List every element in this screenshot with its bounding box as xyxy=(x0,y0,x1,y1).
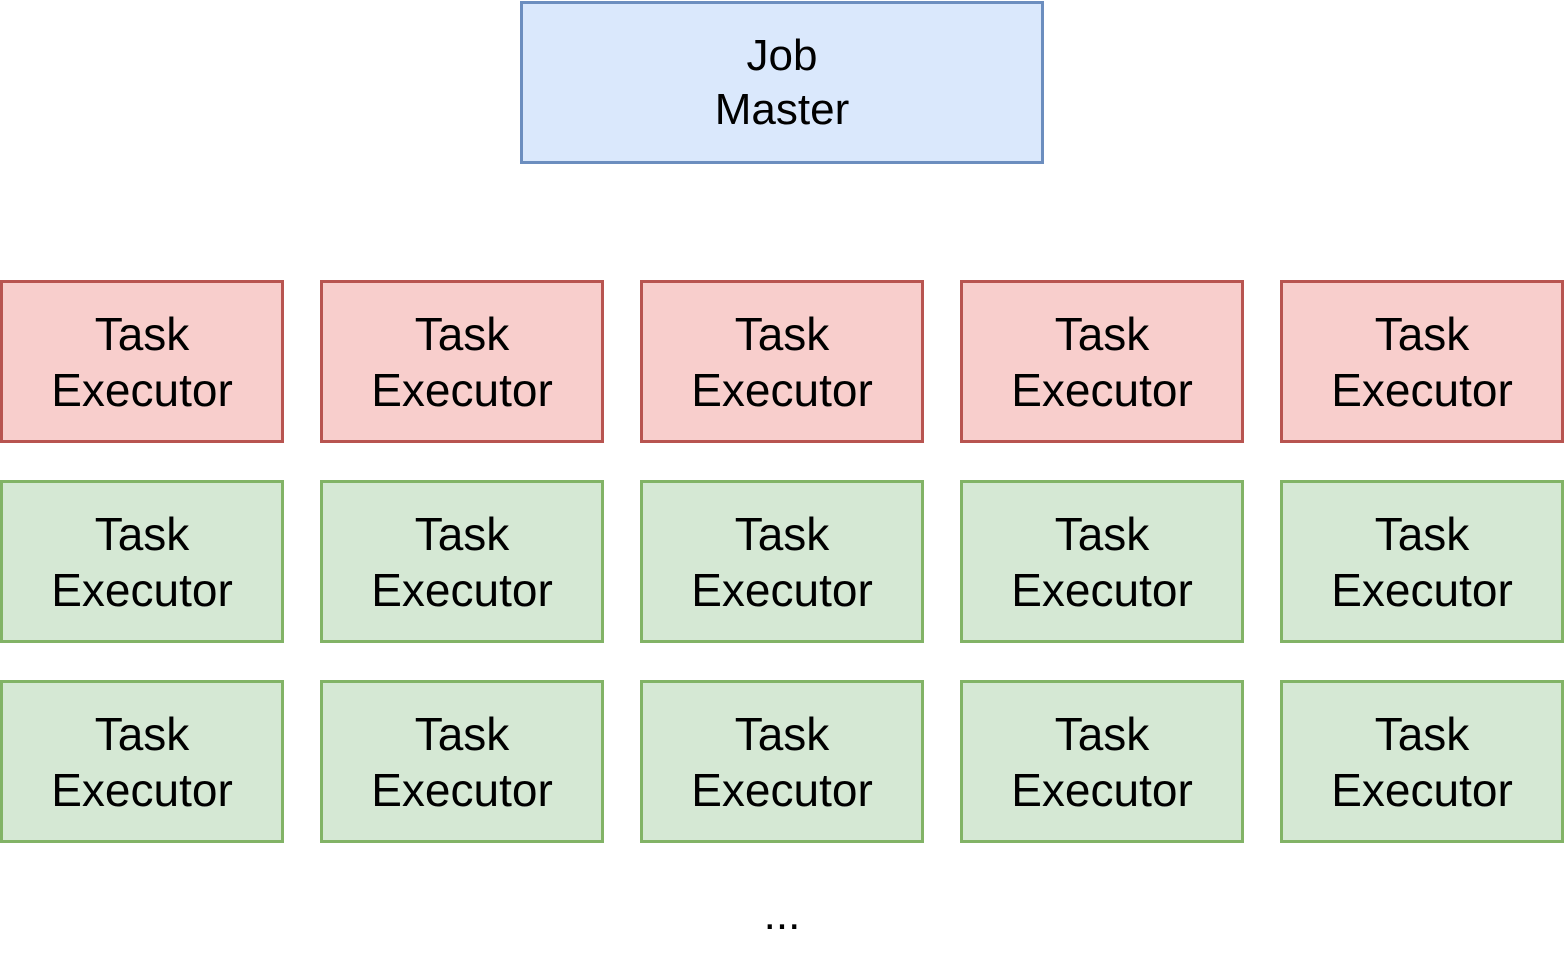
task-executor-label-line2: Executor xyxy=(1331,763,1513,816)
job-master-label-line1: Job xyxy=(746,30,818,80)
task-executor-node: Task Executor xyxy=(320,680,604,843)
task-executor-label-line1: Task xyxy=(414,307,510,360)
job-master-node: Job Master xyxy=(520,1,1044,164)
task-executor-node: Task Executor xyxy=(640,680,924,843)
task-executor-label-line2: Executor xyxy=(51,763,233,816)
task-executor-label-line2: Executor xyxy=(371,363,553,416)
task-executor-node: Task Executor xyxy=(0,480,284,643)
job-master-label-line2: Master xyxy=(714,84,850,134)
task-executor-node: Task Executor xyxy=(1280,680,1564,843)
task-executor-label-line2: Executor xyxy=(1331,363,1513,416)
task-executor-node: Task Executor xyxy=(0,680,284,843)
task-executor-label-line2: Executor xyxy=(51,363,233,416)
task-executor-label-line1: Task xyxy=(1374,707,1470,760)
task-executor-label-line2: Executor xyxy=(1011,763,1193,816)
task-executor-label-line2: Executor xyxy=(1011,563,1193,616)
task-executor-label-line1: Task xyxy=(94,507,190,560)
task-executor-label-line1: Task xyxy=(94,307,190,360)
task-executor-label-line2: Executor xyxy=(371,563,553,616)
task-executor-node: Task Executor xyxy=(1280,480,1564,643)
task-executor-node: Task Executor xyxy=(640,280,924,443)
task-executor-node: Task Executor xyxy=(960,280,1244,443)
task-executor-label-line2: Executor xyxy=(51,563,233,616)
task-executor-label-line1: Task xyxy=(1374,507,1470,560)
task-executor-node: Task Executor xyxy=(640,480,924,643)
task-executor-label-line2: Executor xyxy=(691,763,873,816)
task-executor-label-line1: Task xyxy=(734,707,830,760)
task-executor-label-line1: Task xyxy=(1054,507,1150,560)
task-executor-label-line1: Task xyxy=(734,507,830,560)
task-executor-label-line2: Executor xyxy=(1331,563,1513,616)
task-executor-node: Task Executor xyxy=(960,480,1244,643)
task-executor-label-line1: Task xyxy=(1374,307,1470,360)
task-executor-label-line1: Task xyxy=(1054,307,1150,360)
task-executor-node: Task Executor xyxy=(320,280,604,443)
task-executor-node: Task Executor xyxy=(0,280,284,443)
task-executor-label-line1: Task xyxy=(734,307,830,360)
continuation-ellipsis: ... xyxy=(763,890,801,939)
task-executor-node: Task Executor xyxy=(1280,280,1564,443)
task-executor-label-line1: Task xyxy=(414,507,510,560)
task-executor-label-line2: Executor xyxy=(691,563,873,616)
task-executor-label-line1: Task xyxy=(1054,707,1150,760)
task-executor-label-line2: Executor xyxy=(691,363,873,416)
task-executor-label-line1: Task xyxy=(414,707,510,760)
task-executor-label-line1: Task xyxy=(94,707,190,760)
task-executor-label-line2: Executor xyxy=(1011,363,1193,416)
task-executor-node: Task Executor xyxy=(320,480,604,643)
task-executor-node: Task Executor xyxy=(960,680,1244,843)
task-executor-label-line2: Executor xyxy=(371,763,553,816)
